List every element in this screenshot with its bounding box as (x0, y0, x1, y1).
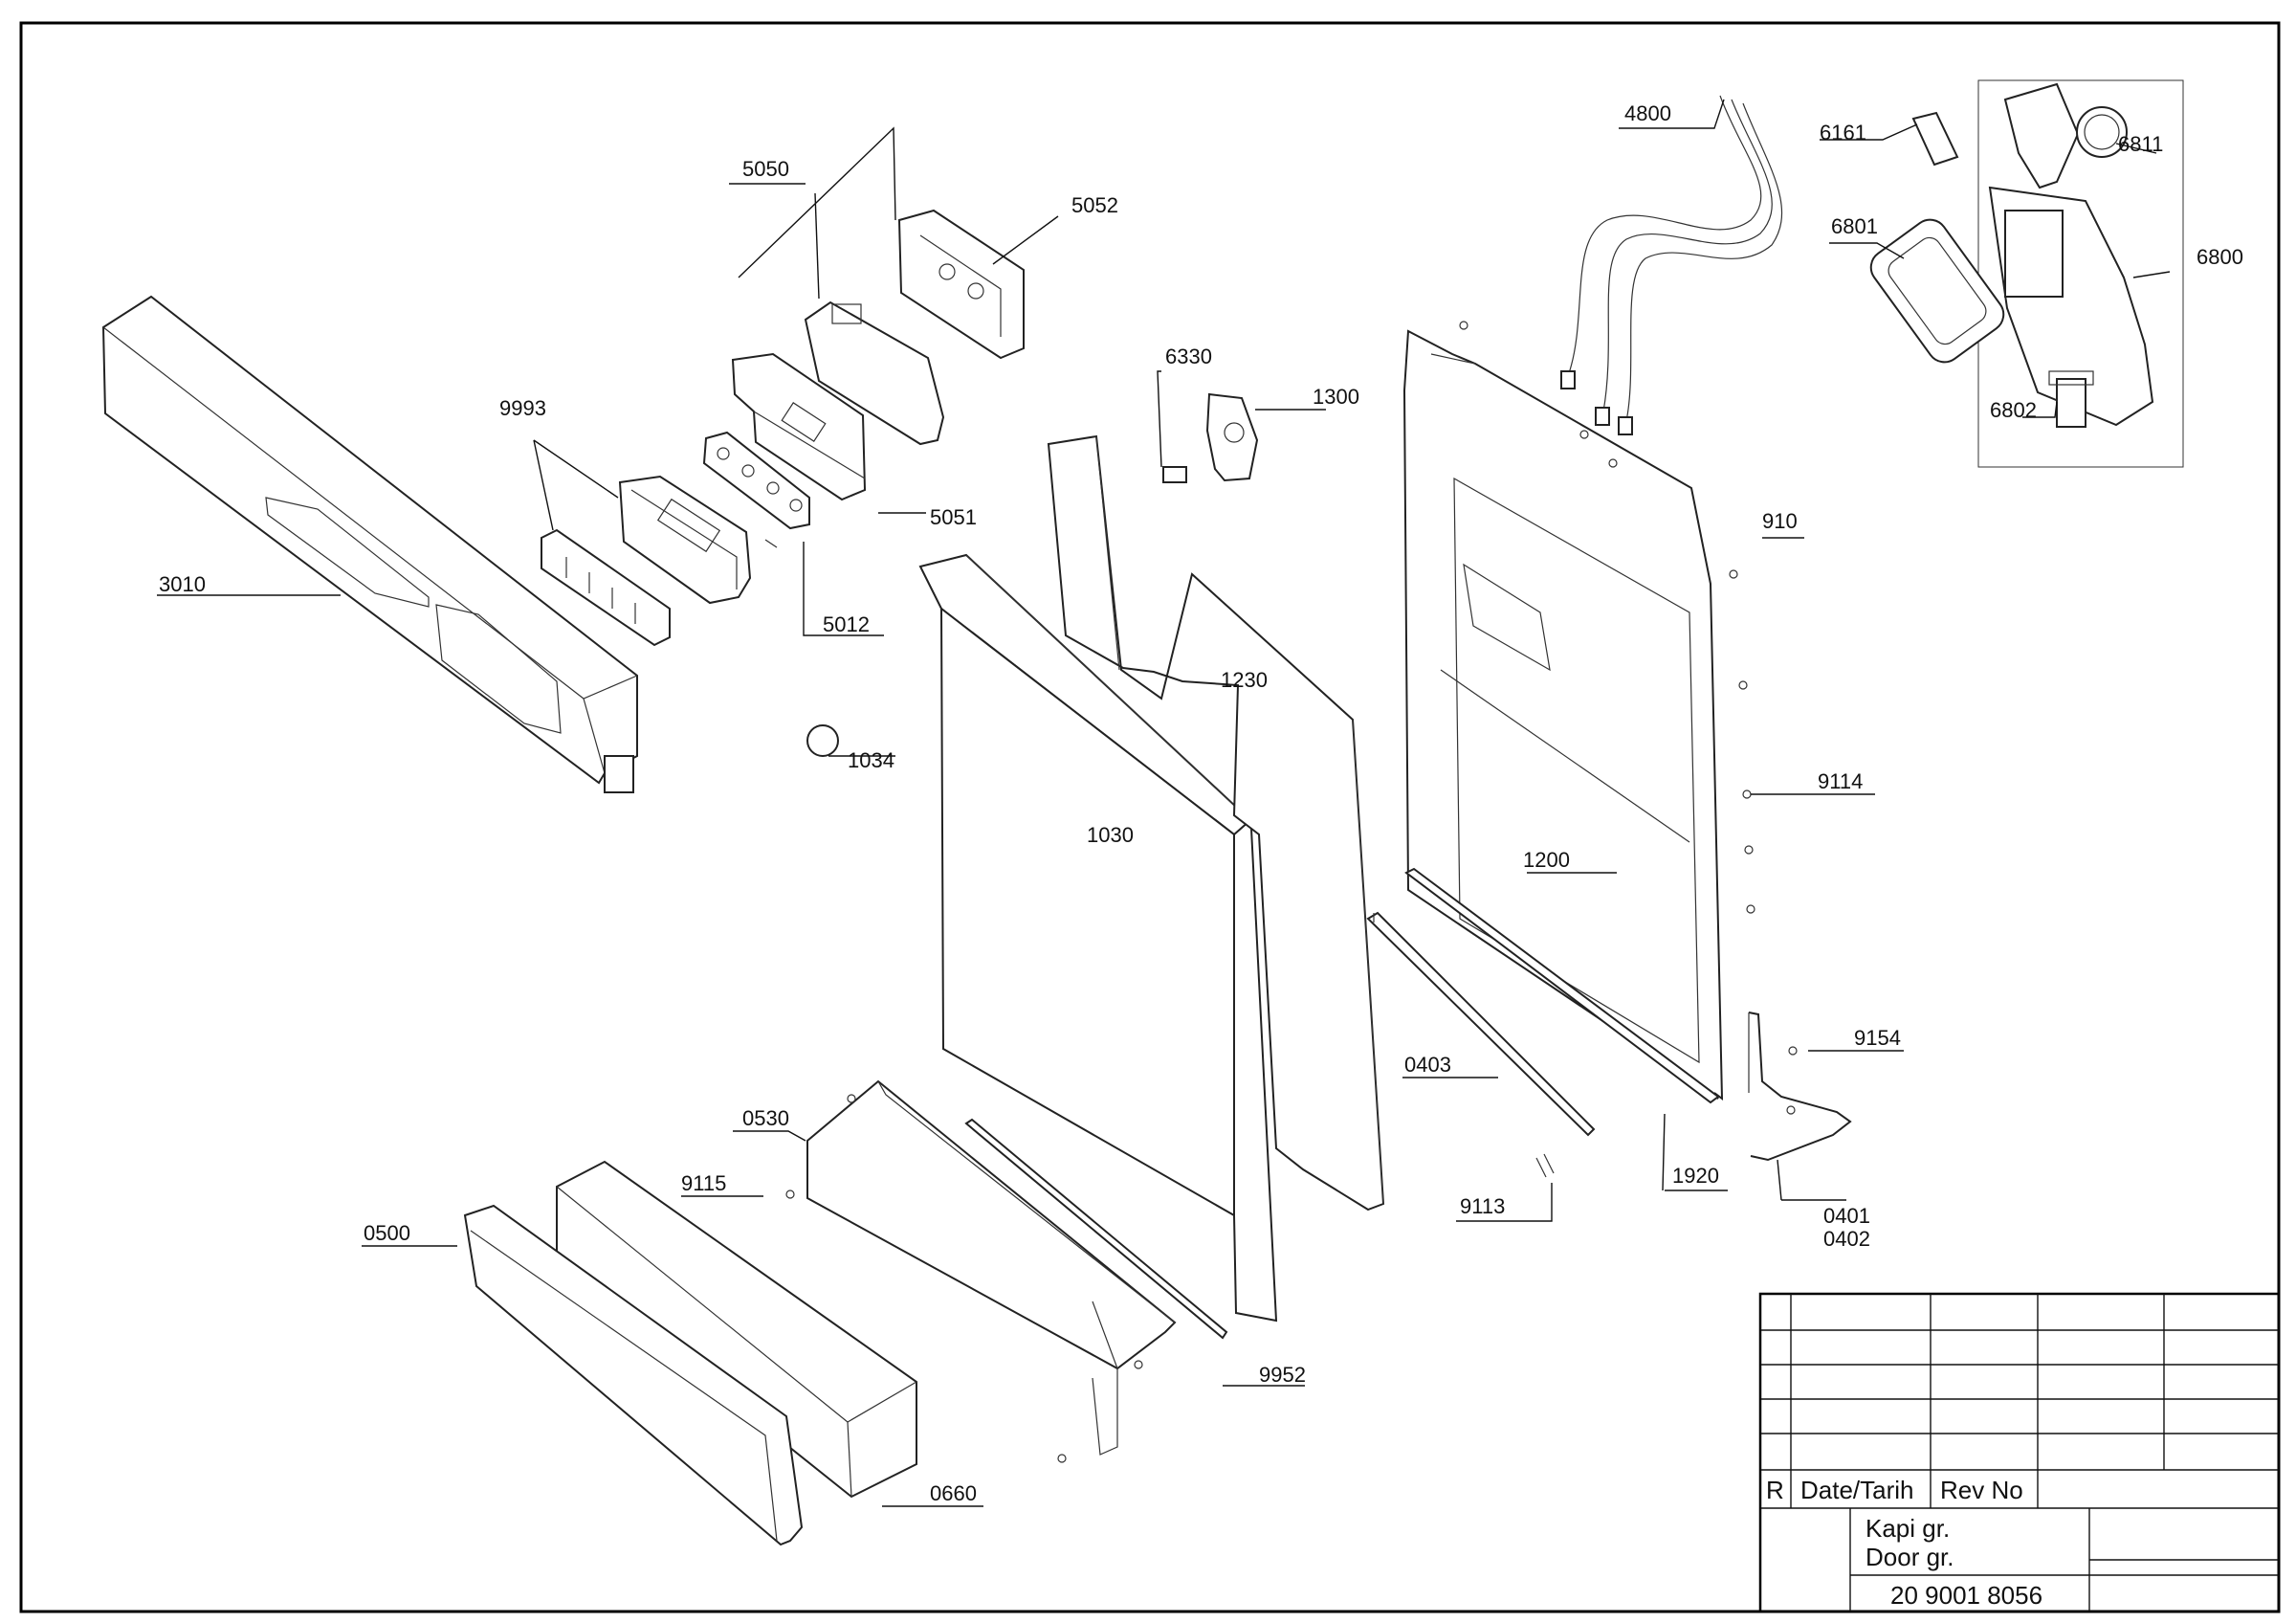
label-6800: 6800 (2197, 245, 2243, 269)
drawing-border (19, 21, 2281, 1613)
label-9114: 9114 (1818, 769, 1863, 793)
title-block-date: Date/Tarih (1800, 1476, 1914, 1504)
label-6802: 6802 (1990, 398, 2037, 422)
label-6811: 6811 (2118, 132, 2163, 156)
label-1034: 1034 (848, 748, 894, 772)
title-block: R Date/Tarih Rev No Kapi gr. Door gr. 20… (1758, 1292, 2281, 1613)
leader-lines (157, 99, 2171, 1507)
label-9113: 9113 (1460, 1194, 1505, 1218)
part-1920-bottom-seal (1404, 867, 1720, 1104)
label-9115: 9115 (681, 1171, 726, 1195)
part-1230-insulation (1047, 434, 1385, 1212)
part-1300-hinge-bracket (1205, 392, 1259, 482)
title-block-rev-no: Rev No (1940, 1476, 2023, 1504)
part-0403-seal-strip (1366, 911, 1596, 1137)
part-6811-seal-ring (2076, 106, 2128, 158)
label-0403: 0403 (1404, 1053, 1451, 1077)
part-5051-housing (731, 352, 867, 501)
part-6800-detergent-dispenser (1977, 79, 2184, 468)
part-0530-plinth-bracket (806, 1079, 1177, 1456)
label-0402: 0402 (1823, 1227, 1870, 1251)
label-5050: 5050 (742, 157, 789, 181)
part-1200-inner-door (1402, 329, 1724, 1101)
label-1230: 1230 (1221, 668, 1268, 692)
label-0530: 0530 (742, 1106, 789, 1130)
title-block-title-tr: Kapi gr. (1866, 1514, 1950, 1543)
part-5050-display-module (618, 475, 752, 605)
label-0500: 0500 (364, 1221, 410, 1245)
part-6161-clip (1911, 111, 1959, 167)
label-1030: 1030 (1087, 823, 1134, 847)
label-1920: 1920 (1672, 1164, 1719, 1188)
label-0401: 0401 (1823, 1204, 1870, 1228)
label-5052: 5052 (1071, 193, 1118, 217)
part-5012-key-parts (702, 431, 810, 548)
label-9952: 9952 (1259, 1363, 1306, 1387)
label-1200: 1200 (1523, 848, 1570, 872)
label-5051: 5051 (930, 505, 977, 529)
screws (785, 321, 1798, 1463)
title-block-drawing-number: 20 9001 8056 (1890, 1581, 2042, 1610)
label-1300: 1300 (1313, 385, 1359, 409)
label-4800: 4800 (1624, 101, 1671, 125)
part-6802-rinse-cap (2048, 370, 2094, 428)
part-6330-clip (1162, 466, 1187, 483)
part-9993-button-strip (541, 528, 671, 647)
part-1034-knob (806, 724, 839, 757)
label-6161: 6161 (1820, 121, 1866, 145)
part-6801-lid-gasket (1869, 218, 2005, 364)
label-6330: 6330 (1165, 345, 1212, 368)
label-3010: 3010 (159, 572, 206, 596)
part-3010-control-panel (101, 295, 638, 793)
title-block-title-en: Door gr. (1866, 1543, 1954, 1571)
label-6801: 6801 (1831, 214, 1878, 238)
title-block-r: R (1766, 1476, 1784, 1504)
label-9154: 9154 (1854, 1026, 1901, 1050)
label-910: 910 (1762, 509, 1798, 533)
part-0401-hinge (1748, 1012, 1852, 1162)
part-0500-plinth (463, 1204, 804, 1546)
part-5052-circuit-board (804, 300, 945, 446)
label-5012: 5012 (823, 612, 870, 636)
part-labels: 4800 6161 6811 6801 6800 6802 5050 5052 … (159, 101, 2243, 1505)
label-9993: 9993 (499, 396, 546, 420)
part-9952-foil-tape (964, 1118, 1228, 1340)
label-0660: 0660 (930, 1481, 977, 1505)
part-5052-pcb (897, 209, 1025, 360)
part-4800-cable-harness (1560, 95, 1783, 435)
